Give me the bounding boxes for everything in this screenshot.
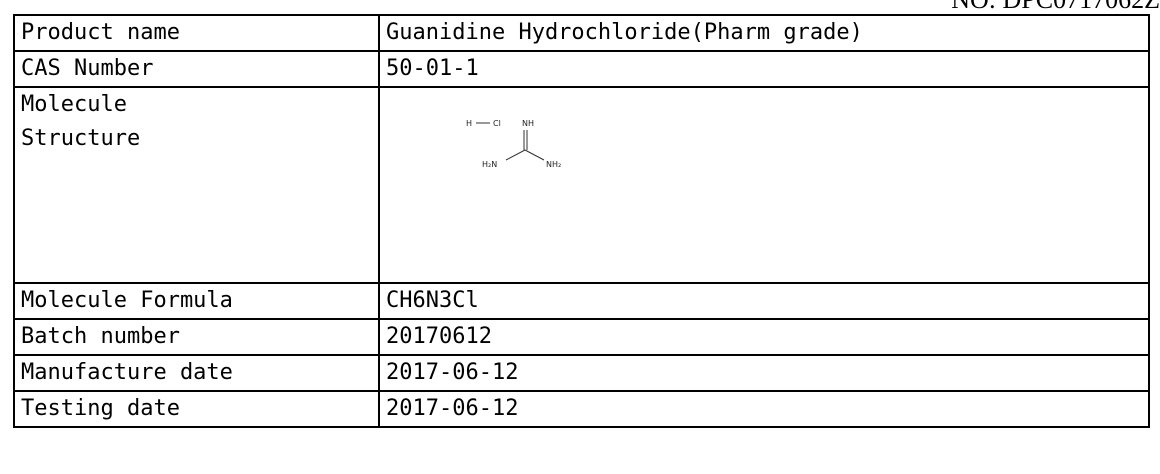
- table-row: Molecule Formula CH6N3Cl: [13, 282, 1150, 320]
- row-label-molecule-structure: Molecule Structure: [13, 86, 380, 284]
- row-value-molecule-formula: CH6N3Cl: [378, 282, 1150, 320]
- row-value-product-name: Guanidine Hydrochloride(Pharm grade): [378, 14, 1150, 52]
- row-value-cas-number: 50-01-1: [378, 50, 1150, 88]
- row-value-molecule-structure: H Cl NH H₂N NH₂: [378, 86, 1150, 284]
- row-label-product-name: Product name: [13, 14, 380, 52]
- table-row: Product name Guanidine Hydrochloride(Pha…: [13, 14, 1150, 52]
- imine-nitrogen-atom: NH: [522, 119, 534, 128]
- table-row: Testing date 2017-06-12: [13, 390, 1150, 428]
- molecule-structure-label-line1: Molecule: [21, 92, 127, 117]
- table-row: Manufacture date 2017-06-12: [13, 354, 1150, 392]
- product-spec-table: Product name Guanidine Hydrochloride(Pha…: [13, 14, 1150, 428]
- c-n-bond-right: [524, 149, 545, 161]
- molecule-structure-drawing: H Cl NH H₂N NH₂: [386, 89, 1147, 281]
- amine-left-group: H₂N: [482, 160, 497, 169]
- row-value-manufacture-date: 2017-06-12: [378, 354, 1150, 392]
- row-label-cas-number: CAS Number: [13, 50, 380, 88]
- row-label-testing-date: Testing date: [13, 390, 380, 428]
- hcl-hydrogen-atom: H: [466, 119, 472, 128]
- c-n-bond-left: [505, 149, 526, 161]
- row-label-molecule-formula: Molecule Formula: [13, 282, 380, 320]
- row-label-batch-number: Batch number: [13, 318, 380, 356]
- table-row: CAS Number 50-01-1: [13, 50, 1150, 88]
- table-row: Batch number 20170612: [13, 318, 1150, 356]
- amine-right-group: NH₂: [546, 160, 561, 169]
- document-number: NO: DPC0717062Z: [951, 0, 1160, 14]
- row-value-batch-number: 20170612: [378, 318, 1150, 356]
- guanidine-hcl-structure: H Cl NH H₂N NH₂: [466, 119, 561, 169]
- row-label-manufacture-date: Manufacture date: [13, 354, 380, 392]
- row-value-testing-date: 2017-06-12: [378, 390, 1150, 428]
- hcl-chlorine-atom: Cl: [493, 119, 501, 128]
- table-row: Molecule Structure H Cl NH: [13, 86, 1150, 284]
- molecule-structure-label-line2: Structure: [21, 126, 141, 151]
